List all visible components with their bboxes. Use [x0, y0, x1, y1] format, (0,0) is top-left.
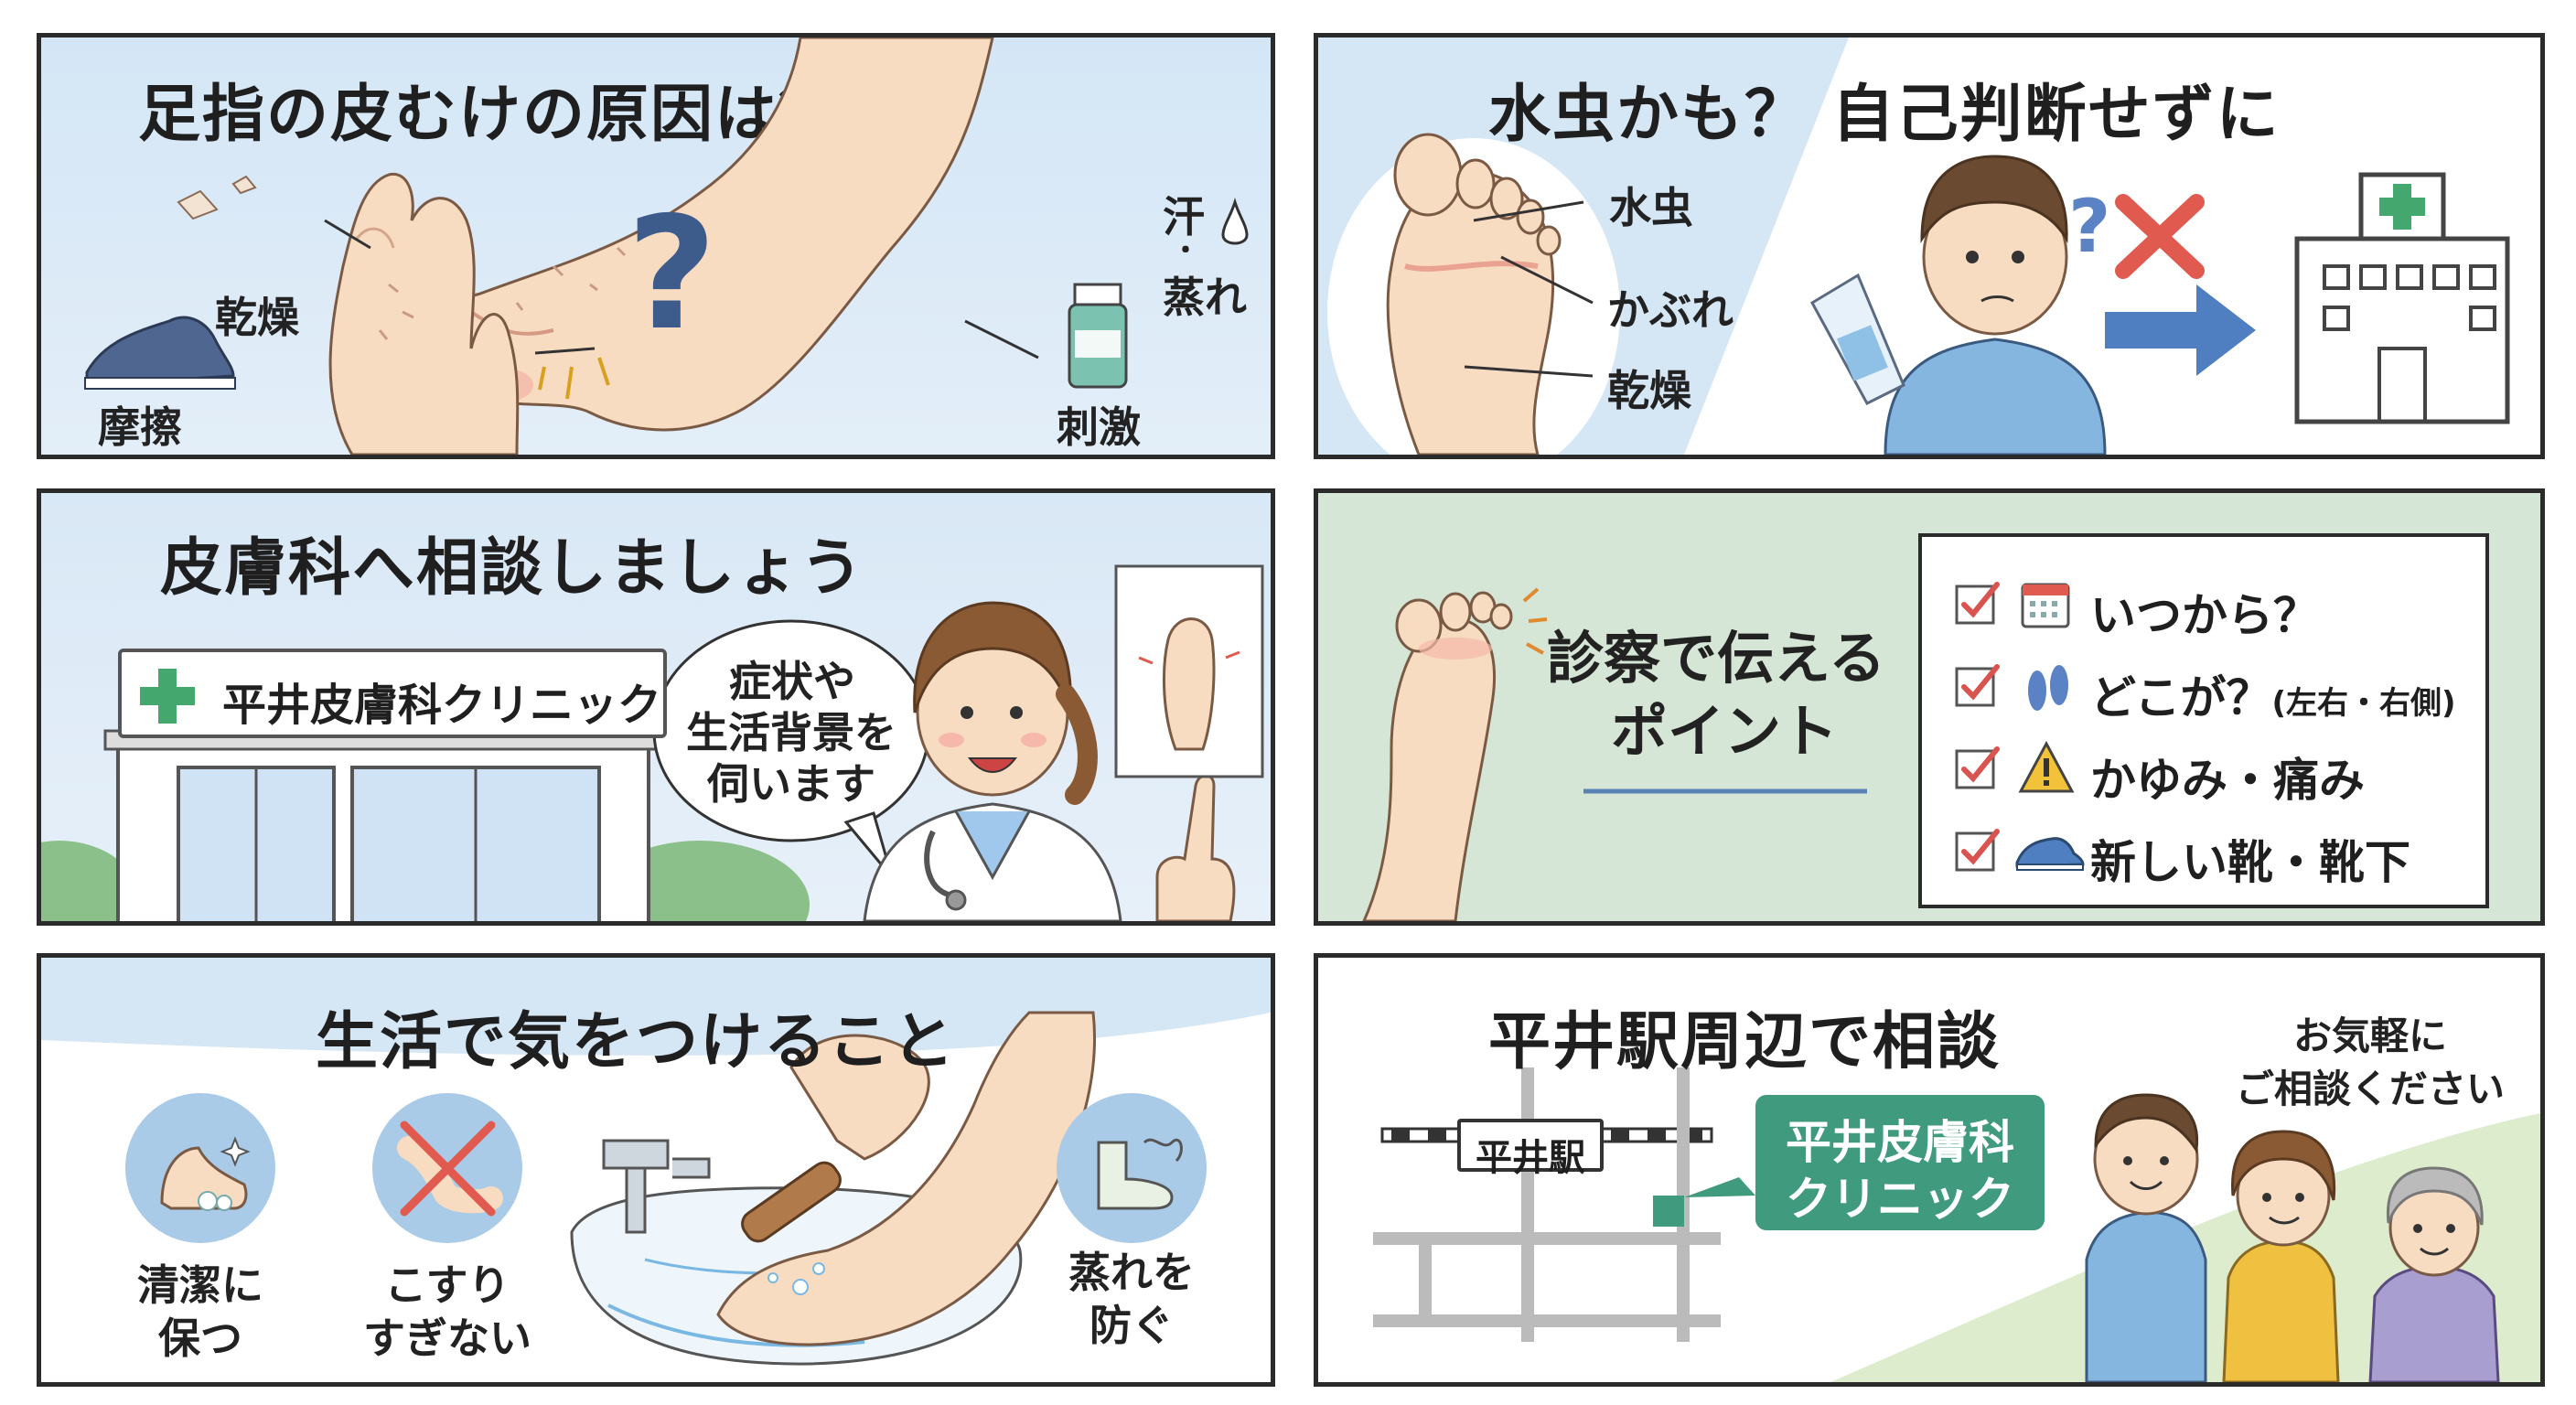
map-and-people-illustration — [1373, 1067, 2540, 1382]
calendar-icon — [2021, 583, 2070, 628]
checklist: いつから？ どこが？(左右・右側) かゆみ・痛み — [1918, 533, 2489, 908]
label-dry: 乾燥 — [215, 293, 299, 342]
speech-line-3: 伺います — [707, 759, 875, 809]
panel-title: 平井駅周辺で相談 — [1488, 1006, 2002, 1078]
clinic-line-2: クリニック — [1786, 1173, 2014, 1226]
checkbox-checked-icon — [1955, 664, 2000, 707]
checklist-item-text: かゆみ・痛み — [2090, 754, 2365, 807]
tip-1-line-2: 保つ — [158, 1314, 242, 1363]
tip-3-line-2: 防ぐ — [1089, 1301, 1174, 1350]
foot-illustration — [1362, 587, 1867, 921]
checklist-item-text: 新しい靴・靴下 — [2090, 836, 2410, 889]
heading-line-2: ポイント — [1611, 698, 1839, 765]
checklist-item-main: どこが？ — [2090, 671, 2272, 724]
tip-1-line-1: 清潔に — [137, 1260, 263, 1310]
panel-causes: 足指の皮むけの原因は？ ? 乾燥 摩擦 汗 ・ 蒸れ 刺激 — [37, 33, 1275, 459]
panel-title: 水虫かも？ 自己判断せずに — [1488, 79, 2281, 151]
message-line-1: お気軽に — [2292, 1014, 2447, 1058]
panel-exam-points: 診察で伝える ポイント いつから？ どこが？(左右・右側) — [1314, 488, 2545, 926]
label-dry: 乾燥 — [1607, 366, 1691, 415]
label-sweat: 汗 — [1163, 192, 1205, 241]
no-scrub-icon — [397, 1121, 503, 1217]
clinic-sign: 平井皮膚科クリニック — [118, 649, 667, 738]
checklist-item-extra: (左右・右側) — [2271, 685, 2456, 722]
label-irritation: 刺激 — [1057, 402, 1141, 452]
checkbox-checked-icon — [1955, 582, 2000, 625]
panel2-background — [1318, 38, 2510, 455]
panel-hirai-station: 平井駅周辺で相談 平井駅 平井皮膚科 クリニック お気軽に ご相談ください — [1314, 953, 2545, 1387]
speech-line-2: 生活背景を — [686, 708, 896, 757]
panel-self-judgment: 水虫かも？ 自己判断せずに 水虫 かぶれ 乾燥 ? — [1314, 33, 2545, 459]
checklist-item: かゆみ・痛み — [1955, 738, 2485, 807]
panel-title: 足指の皮むけの原因は？ — [138, 79, 843, 151]
speech-line-1: 症状や — [729, 657, 855, 706]
question-mark-icon: ? — [627, 184, 717, 365]
checklist-item-text: いつから？ — [2090, 589, 2319, 642]
panel-consult-dermatology: 皮膚科へ相談しましょう 平井皮膚科クリニック 症状や 生活背景を 伺います — [37, 488, 1275, 926]
clinic-map-label: 平井皮膚科 クリニック — [1755, 1095, 2045, 1230]
label-dot: ・ — [1172, 235, 1199, 267]
steam-foot-icon — [1097, 1138, 1183, 1210]
tip-clean-illustration — [125, 1093, 275, 1243]
footprints-icon — [2028, 665, 2068, 711]
clinic-line-1: 平井皮膚科 — [1786, 1116, 2014, 1169]
tip-2-line-2: すぎない — [363, 1314, 531, 1363]
warning-icon — [2018, 740, 2075, 793]
panel5-background — [41, 958, 1271, 1366]
shoe-icon — [2015, 837, 2085, 871]
tip-prevent-steam-illustration — [1057, 1093, 1207, 1243]
station-label: 平井駅 — [1457, 1119, 1604, 1179]
clean-foot-icon — [160, 1136, 251, 1211]
panel-title: 生活で気をつけること — [316, 1006, 957, 1078]
checklist-item: どこが？(左右・右側) — [1955, 656, 2485, 724]
checkbox-checked-icon — [1955, 746, 2000, 789]
tip-no-scrub-illustration — [372, 1093, 522, 1243]
message-line-2: ご相談ください — [2235, 1067, 2505, 1111]
question-mark-icon: ? — [2068, 184, 2111, 269]
green-cross-icon — [140, 669, 195, 724]
tip-2-line-1: こすり — [384, 1260, 510, 1310]
tip-3-line-1: 蒸れを — [1068, 1248, 1195, 1297]
label-steam: 蒸れ — [1163, 273, 1247, 322]
checkbox-checked-icon — [1955, 829, 2000, 872]
station-name: 平井駅 — [1476, 1137, 1585, 1179]
label-athletes-foot: 水虫 — [1609, 183, 1693, 232]
checklist-item-text: どこが？(左右・右側) — [2090, 661, 2456, 727]
label-friction: 摩擦 — [98, 402, 182, 452]
checklist-item: いつから？ — [1955, 574, 2485, 642]
clinic-name: 平井皮膚科クリニック — [222, 680, 662, 731]
label-rash: かぶれ — [1607, 285, 1733, 335]
foot-side-illustration — [84, 38, 1249, 455]
heading-line-1: 診察で伝える — [1547, 625, 1886, 692]
checklist-item: 新しい靴・靴下 — [1955, 820, 2485, 889]
panel-daily-care: 生活で気をつけること 清潔に 保つ こすり すぎない 蒸れを 防ぐ — [37, 953, 1275, 1387]
panel-title: 皮膚科へ相談しましょう — [160, 532, 865, 605]
